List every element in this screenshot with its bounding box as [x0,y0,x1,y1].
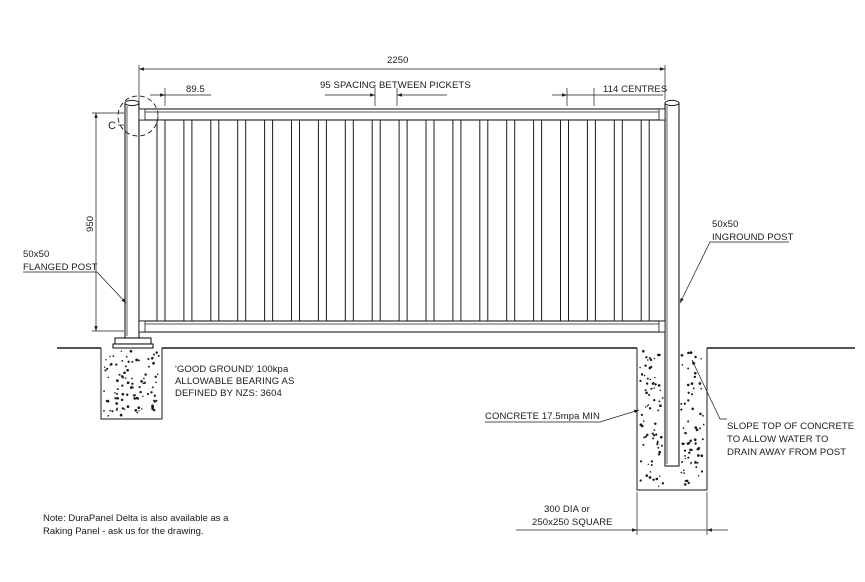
detail-c-marker: C [108,95,159,137]
picket [317,119,327,322]
right-footing-concrete-dots [639,349,705,488]
picket [425,119,435,322]
inground-post-label-2: INGROUND POST [712,232,794,243]
note-line-2: Raking Panel - ask us for the drawing. [43,526,204,537]
picket [586,119,596,322]
picket-spacing-dimension: 95 SPACING BETWEEN PICKETS [320,80,471,106]
picket [344,119,354,322]
bottom-rail [138,320,666,333]
overall-width-dimension: 2250 [138,55,666,108]
detail-c-label: C [108,120,116,132]
picket [291,119,300,322]
flanged-post [112,99,154,349]
footing-size-line-2: 250x250 SQUARE [532,517,613,528]
height-dimension: 950 [85,112,124,332]
picket [156,119,166,322]
top-rail [138,108,666,121]
picket-spacing-text: 95 SPACING BETWEEN PICKETS [320,80,471,91]
picket [479,119,489,322]
footing-size-line-1: 300 DIA or [544,504,590,515]
concrete-label: CONCRETE 17.5mpa MIN [485,411,600,422]
picket [398,119,408,322]
flanged-post-label-1: 50x50 [23,249,49,260]
centres-dimension: 114 CENTRES [552,84,667,106]
good-ground-line-3: DEFINED BY NZS: 3604 [175,388,282,399]
inground-post-label-1: 50x50 [712,219,738,230]
slope-callout: SLOPE TOP OF CONCRETE TO ALLOW WATER TO … [691,359,854,458]
picket [452,119,462,322]
inground-post [664,99,680,467]
good-ground-line-1: 'GOOD GROUND' 100kpa [175,364,289,375]
flanged-post-label-2: FLANGED POST [23,262,98,273]
left-footing [100,348,163,420]
end-gap-dimension: 89.5 [150,84,211,106]
end-gap-text: 89.5 [186,84,205,95]
slope-line-2: TO ALLOW WATER TO [727,434,828,445]
picket [237,119,247,322]
picket [210,119,220,322]
centres-text: 114 CENTRES [603,84,667,95]
good-ground-note: 'GOOD GROUND' 100kpa ALLOWABLE BEARING A… [175,364,294,399]
good-ground-line-2: ALLOWABLE BEARING AS [175,376,294,387]
footing-size-dimension: 300 DIA or 250x250 SQUARE [516,492,728,535]
flanged-post-callout: 50x50 FLANGED POST [23,249,127,304]
raking-panel-note: Note: DuraPanel Delta is also available … [43,513,229,537]
overall-width-text: 2250 [387,55,409,66]
pickets [156,119,650,322]
slope-line-3: DRAIN AWAY FROM POST [727,447,846,458]
picket [533,119,543,322]
picket [264,119,274,322]
picket [640,119,650,322]
picket [613,119,623,322]
picket [560,119,569,322]
concrete-callout: CONCRETE 17.5mpa MIN [485,409,640,423]
height-text: 950 [85,216,96,232]
right-footing [636,348,708,491]
inground-post-callout: 50x50 INGROUND POST [679,219,794,304]
picket [371,119,381,322]
slope-line-1: SLOPE TOP OF CONCRETE [727,421,854,432]
picket [506,119,516,322]
left-footing-concrete-dots [103,349,160,417]
note-line-1: Note: DuraPanel Delta is also available … [43,513,229,524]
picket [183,119,193,322]
